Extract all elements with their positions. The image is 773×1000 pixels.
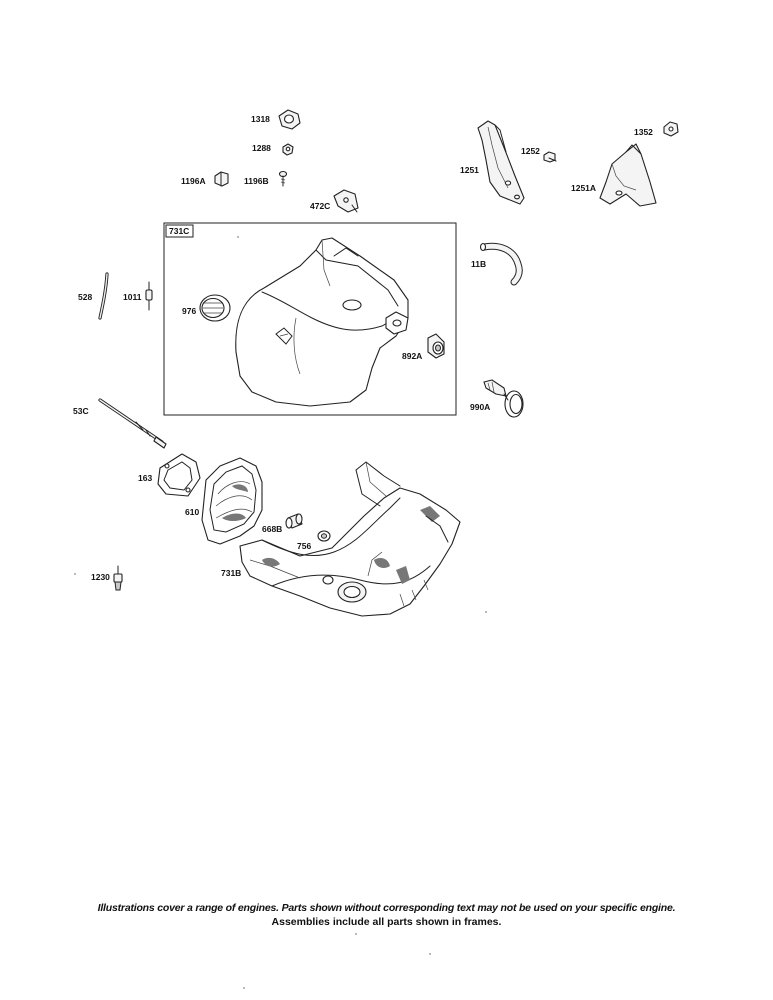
part-1230-fitting — [113, 565, 123, 591]
label-1251A: 1251A — [571, 183, 596, 193]
part-990A-knob — [483, 379, 524, 418]
part-1251-shield — [477, 120, 525, 205]
print-specks — [74, 236, 487, 989]
part-668B-spacer — [285, 513, 303, 529]
label-731B: 731B — [221, 568, 241, 578]
label-1196B: 1196B — [244, 176, 269, 186]
part-fuel-tank — [235, 237, 409, 407]
part-1011-filter — [145, 281, 153, 311]
part-1318-nut — [278, 109, 301, 130]
part-1288-nut — [282, 143, 294, 156]
label-472C: 472C — [310, 201, 330, 211]
label-990A: 990A — [470, 402, 490, 412]
label-731C: 731C — [169, 226, 189, 236]
part-528-fuel-line — [98, 272, 109, 320]
label-528: 528 — [78, 292, 92, 302]
label-1196A: 1196A — [181, 176, 206, 186]
part-53C-rod — [98, 398, 167, 449]
label-976: 976 — [182, 306, 196, 316]
label-668B: 668B — [262, 524, 282, 534]
label-53C: 53C — [73, 406, 89, 416]
part-756-washer — [317, 530, 331, 542]
part-1252-bolt — [543, 151, 557, 163]
footer-disclaimer: Illustrations cover a range of engines. … — [97, 902, 676, 914]
label-163: 163 — [138, 473, 152, 483]
label-892A: 892A — [402, 351, 422, 361]
part-976-cap — [199, 294, 231, 322]
part-731B-housing — [239, 461, 461, 617]
part-1196A-clip — [214, 171, 229, 187]
label-1288: 1288 — [252, 143, 271, 153]
part-1196B-screw — [278, 170, 288, 187]
label-1318: 1318 — [251, 114, 270, 124]
part-1251A-deflector — [599, 143, 657, 207]
label-1352: 1352 — [634, 127, 653, 137]
footer-frames-note: Assemblies include all parts shown in fr… — [271, 916, 502, 928]
frame-label-box — [165, 224, 194, 238]
part-892A-fitting — [427, 333, 445, 359]
label-1251: 1251 — [460, 165, 479, 175]
part-1352-nut — [663, 121, 679, 137]
label-610: 610 — [185, 507, 199, 517]
part-610-air-filter — [201, 457, 263, 545]
part-472C-bracket — [333, 189, 359, 213]
label-11B: 11B — [471, 259, 486, 269]
part-11B-hose — [479, 242, 523, 286]
part-163-gasket — [157, 453, 201, 497]
label-1011: 1011 — [123, 292, 142, 302]
label-1252: 1252 — [521, 146, 540, 156]
label-1230: 1230 — [91, 572, 110, 582]
label-756: 756 — [297, 541, 311, 551]
frame-731C — [163, 222, 457, 416]
